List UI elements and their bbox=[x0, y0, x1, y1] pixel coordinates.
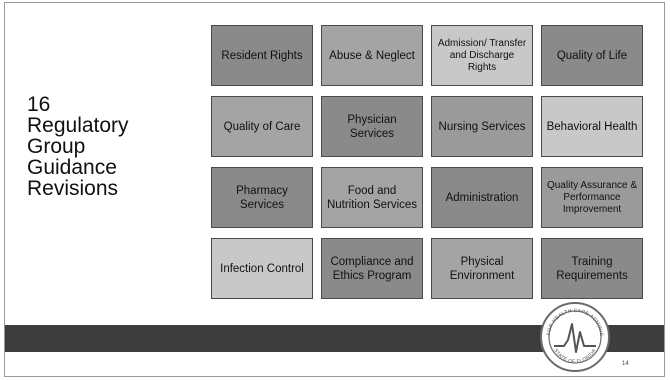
title-line: Revisions bbox=[27, 177, 119, 200]
title-line: Group bbox=[27, 135, 86, 158]
topic-tile: Quality of Life bbox=[541, 25, 643, 86]
topic-tile: Behavioral Health bbox=[541, 96, 643, 157]
topic-tile: Infection Control bbox=[211, 238, 313, 299]
topic-label: Compliance and Ethics Program bbox=[330, 255, 414, 282]
topic-tile: Pharmacy Services bbox=[211, 167, 313, 228]
topic-label: Quality of Life bbox=[556, 49, 628, 62]
topic-grid: Resident Rights Abuse & Neglect Admissio… bbox=[211, 25, 643, 299]
topic-tile: Nursing Services bbox=[431, 96, 533, 157]
topic-label: Abuse & Neglect bbox=[329, 49, 415, 62]
title-line: Regulatory bbox=[27, 114, 129, 137]
topic-tile: Food and Nutrition Services bbox=[321, 167, 423, 228]
topic-tile: Abuse & Neglect bbox=[321, 25, 423, 86]
slide-frame bbox=[4, 2, 665, 377]
topic-tile: Quality Assurance & Performance Improvem… bbox=[541, 167, 643, 228]
topic-label: Quality of Care bbox=[223, 120, 301, 133]
topic-tile: Compliance and Ethics Program bbox=[321, 238, 423, 299]
topic-label: Resident Rights bbox=[221, 49, 303, 62]
topic-tile: Admission/ Transfer and Discharge Rights bbox=[431, 25, 533, 86]
page-number: 14 bbox=[622, 361, 629, 367]
title-line: Guidance bbox=[27, 156, 117, 179]
topic-tile: Administration bbox=[431, 167, 533, 228]
topic-label: Nursing Services bbox=[438, 120, 526, 133]
topic-tile: Training Requirements bbox=[541, 238, 643, 299]
topic-label: Infection Control bbox=[220, 262, 304, 275]
topic-label: Food and Nutrition Services bbox=[326, 184, 418, 211]
heartbeat-seal-icon: AGENCY FOR HEALTH CARE ADMINISTRATION ST… bbox=[536, 296, 612, 374]
topic-tile: Physician Services bbox=[321, 96, 423, 157]
slide-title: 16 Regulatory Group Guidance Revisions bbox=[27, 94, 187, 199]
topic-label: Behavioral Health bbox=[546, 120, 638, 133]
topic-label: Training Requirements bbox=[556, 255, 628, 282]
topic-label: Quality Assurance & Performance Improvem… bbox=[546, 179, 638, 215]
topic-label: Administration bbox=[445, 191, 519, 204]
topic-label: Admission/ Transfer and Discharge Rights bbox=[437, 37, 527, 73]
topic-label: Physical Environment bbox=[449, 255, 515, 282]
topic-tile: Quality of Care bbox=[211, 96, 313, 157]
topic-label: Pharmacy Services bbox=[236, 184, 288, 211]
topic-label: Physician Services bbox=[347, 113, 397, 140]
title-line: 16 bbox=[27, 93, 51, 116]
topic-tile: Physical Environment bbox=[431, 238, 533, 299]
topic-tile: Resident Rights bbox=[211, 25, 313, 86]
